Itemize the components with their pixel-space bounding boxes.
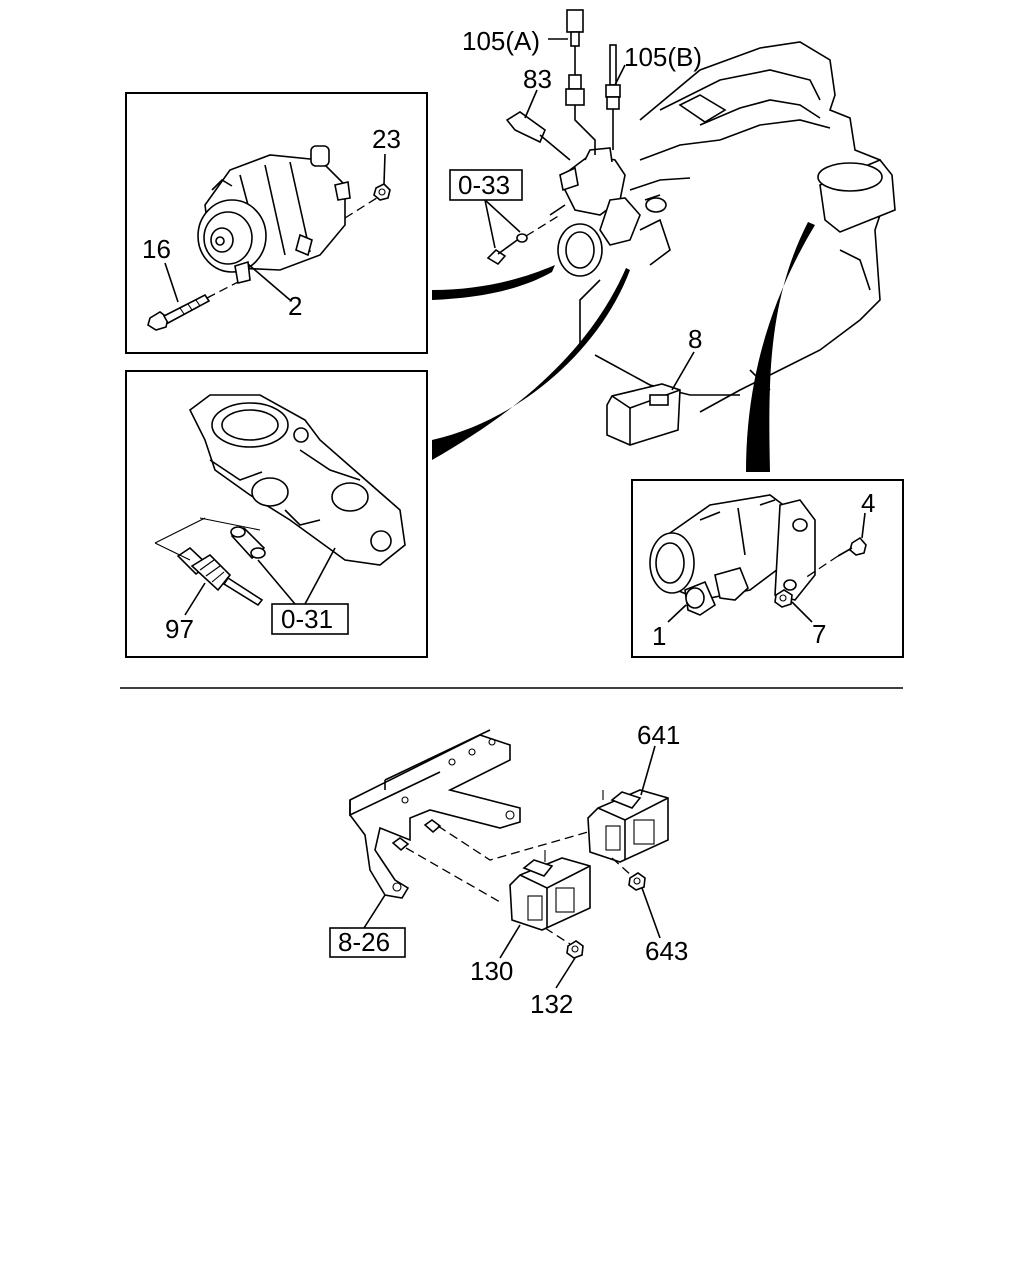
reference-0-33-label: 0-33 [458, 170, 510, 200]
bolt-4-icon [837, 536, 867, 557]
pointer-swooshes [432, 222, 815, 472]
bracket-icon [349, 729, 521, 899]
engine-cylinder-icon [817, 159, 896, 233]
callout-105b: 105(B) [624, 42, 702, 72]
bolt-16-icon [147, 293, 211, 331]
callout-2: 2 [288, 291, 302, 321]
nut-643-icon [628, 872, 646, 891]
starter-detail-frame [631, 479, 904, 658]
alternator-detail-frame [125, 92, 428, 354]
callout-105a: 105(A) [462, 26, 540, 56]
relay-bracket-assembly [349, 729, 669, 989]
alternator-icon [197, 145, 351, 284]
reference-box-0-33: 0-33 [449, 169, 523, 201]
engine-leader-lines [484, 38, 695, 391]
callout-130: 130 [470, 956, 513, 986]
callout-7: 7 [812, 619, 826, 649]
reference-0-31-label: 0-31 [281, 604, 333, 634]
callout-23: 23 [372, 124, 401, 154]
reference-box-8-26: 8-26 [329, 927, 406, 958]
callout-643: 643 [645, 936, 688, 966]
callout-641: 641 [637, 720, 680, 750]
sensor-105a-icon [565, 9, 596, 155]
sleeve-icon [230, 526, 266, 560]
relay-8-icon [606, 383, 681, 446]
reference-box-0-31: 0-31 [271, 603, 349, 635]
thermo-switch-97-icon [176, 546, 264, 607]
sensor-105b-icon [605, 44, 621, 150]
callout-97: 97 [165, 614, 194, 644]
sensor-83-icon [505, 111, 571, 161]
nut-132-icon [566, 940, 584, 959]
starter-motor-icon [649, 494, 816, 616]
callout-83: 83 [523, 64, 552, 94]
callout-1: 1 [652, 621, 666, 651]
water-outlet-icon [188, 394, 406, 566]
nut-7-icon [774, 589, 793, 608]
reference-8-26-label: 8-26 [338, 927, 390, 957]
callout-4: 4 [861, 488, 875, 518]
callout-16: 16 [142, 234, 171, 264]
relay-130-icon [509, 850, 591, 931]
callout-8: 8 [688, 324, 702, 354]
water-outlet-assembly [549, 147, 667, 277]
bolt-033-icon [486, 214, 561, 266]
relay-641-icon [587, 789, 669, 863]
engine-block-illustration [579, 41, 886, 413]
callout-132: 132 [530, 989, 573, 1019]
